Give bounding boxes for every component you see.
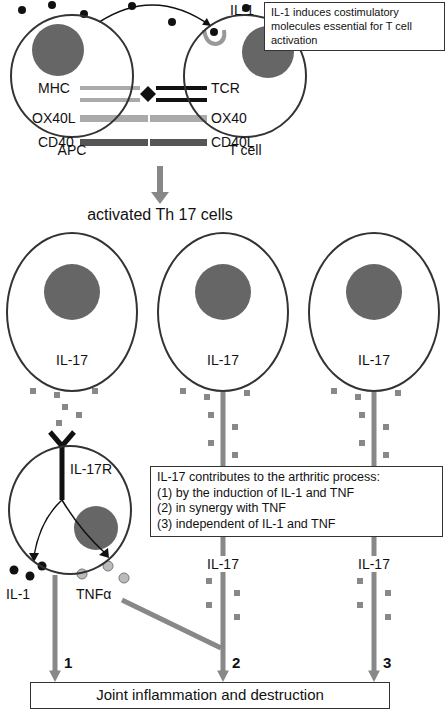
cell-label: IL-17	[207, 352, 239, 368]
signal-arrows	[34, 500, 104, 556]
molecule-label: OX40	[211, 110, 247, 126]
connector-line	[53, 575, 58, 672]
connector	[368, 392, 380, 682]
th17-cell: IL-17	[308, 232, 440, 392]
cd40-bar	[80, 139, 148, 146]
molecule-label: IL-1	[230, 2, 254, 18]
cell-outline	[6, 232, 138, 392]
molecule-label: MHC	[38, 80, 70, 96]
il1-dots	[10, 562, 47, 581]
list-item: (2) in synergy with TNF	[157, 501, 436, 517]
mhc-molecule	[80, 88, 140, 100]
activation-arrow	[157, 166, 163, 194]
molecule-label: IL-17	[356, 556, 392, 572]
connector	[99, 5, 211, 26]
arrowhead	[49, 670, 61, 682]
th17-cell: IL-17	[157, 232, 289, 392]
molecule-label: TCR	[211, 80, 240, 96]
connector	[49, 575, 61, 682]
arrowhead	[368, 670, 380, 682]
cell-label: IL-17	[358, 352, 390, 368]
list-item: (3) independent of IL-1 and TNF	[157, 517, 436, 533]
tnf-synergy-line	[122, 600, 221, 648]
cell-outline	[308, 232, 440, 392]
molecule-label: IL-17	[205, 556, 241, 572]
box-text: Joint inflammation and destruction	[37, 686, 383, 705]
note-box: IL-17 contributes to the arthritic proce…	[150, 466, 443, 537]
nucleus	[346, 264, 402, 320]
connector-line	[99, 5, 211, 26]
ox40-bar	[150, 115, 207, 122]
target-cell: IL-17R	[8, 445, 132, 575]
callout-number: 3	[381, 654, 393, 671]
activation-arrow	[151, 192, 169, 204]
molecule-label: OX40L	[32, 110, 76, 126]
cell-label: IL-17	[56, 352, 88, 368]
callout-number: 2	[230, 654, 242, 671]
arrowhead	[217, 670, 229, 682]
callout-number: 1	[62, 654, 74, 671]
connector	[217, 392, 229, 682]
nucleus	[195, 264, 251, 320]
molecule-label: TNFα	[76, 586, 111, 602]
molecule-label: CD40	[38, 134, 74, 150]
stage-caption: activated Th 17 cells	[85, 206, 235, 224]
il1-dots	[18, 1, 250, 36]
box-text: IL-17 contributes to the arthritic proce…	[157, 470, 436, 486]
note-box: IL-1 induces costimulatory molecules ess…	[264, 2, 445, 51]
list-item: (1) by the induction of IL-1 and TNF	[157, 486, 436, 502]
cell-label: IL-17R	[70, 461, 112, 477]
signal-arrowhead	[99, 548, 109, 558]
arrowhead	[202, 18, 211, 26]
molecule-label: IL-1	[6, 586, 30, 602]
il1-receptor	[204, 30, 224, 44]
ox40l-bar	[80, 115, 148, 122]
th17-cell: IL-17	[6, 232, 138, 392]
cell-outline	[157, 232, 289, 392]
nucleus	[32, 24, 84, 76]
tnf-dots	[77, 561, 129, 583]
outcome-box: Joint inflammation and destruction	[30, 682, 390, 709]
molecule-label: CD40L	[211, 134, 255, 150]
cd40l-bar	[150, 139, 207, 146]
nucleus	[44, 264, 100, 320]
tcr-molecule	[156, 88, 207, 100]
antigen	[140, 86, 156, 102]
box-text: IL-1 induces costimulatory molecules ess…	[271, 6, 438, 47]
signal-arrowhead	[29, 553, 39, 562]
